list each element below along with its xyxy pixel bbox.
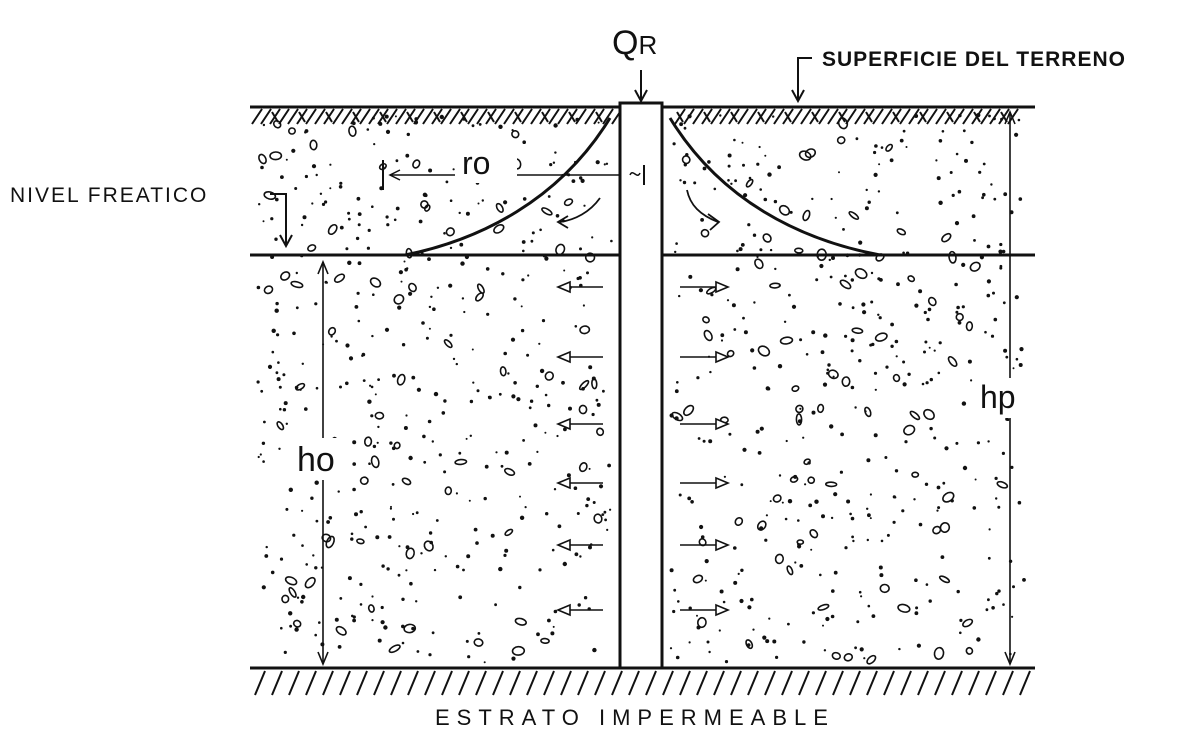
ho-arrowhead-bottom-icon <box>317 651 329 667</box>
impermeable-layer-label: ESTRATO IMPERMEABLE <box>435 705 835 730</box>
hp-arrowhead-bottom-icon <box>1004 651 1016 667</box>
impermeable-hatch <box>254 670 1031 696</box>
watertable-leader-arrow-icon <box>270 193 287 245</box>
aquifer-height-label: ho <box>297 441 335 479</box>
ho-arrowhead-top-icon <box>317 259 329 275</box>
seepage-arrow-left-icon <box>559 197 601 223</box>
seepage-arrowhead-right-icon <box>707 213 721 231</box>
ground-surface-label: SUPERFICIE DEL TERRENO <box>822 48 1126 71</box>
ground-surface-hatch <box>251 108 1019 125</box>
surface-leader-arrow-icon <box>797 57 812 100</box>
surface-leader-arrowhead-icon <box>791 89 805 104</box>
well-casing <box>618 101 664 670</box>
hp-arrowhead-top-icon <box>1004 109 1016 125</box>
watertable-leader-arrowhead-icon <box>279 234 293 249</box>
radius-label: ro <box>462 145 490 181</box>
flow-arrows <box>555 280 731 617</box>
well-radius-marker <box>629 171 641 177</box>
drawdown-curve-left <box>404 117 612 257</box>
discharge-arrowhead-icon <box>634 89 648 104</box>
ro-arrowhead-icon <box>388 169 401 181</box>
drawdown-curve-right <box>668 117 881 257</box>
discharge-label: QR <box>612 24 657 62</box>
well-depth-label: hp <box>980 379 1016 415</box>
seepage-arrowhead-left-icon <box>556 215 569 229</box>
water-table-label: NIVEL FREATICO <box>10 184 208 207</box>
seepage-arrow-right-icon <box>686 189 719 223</box>
